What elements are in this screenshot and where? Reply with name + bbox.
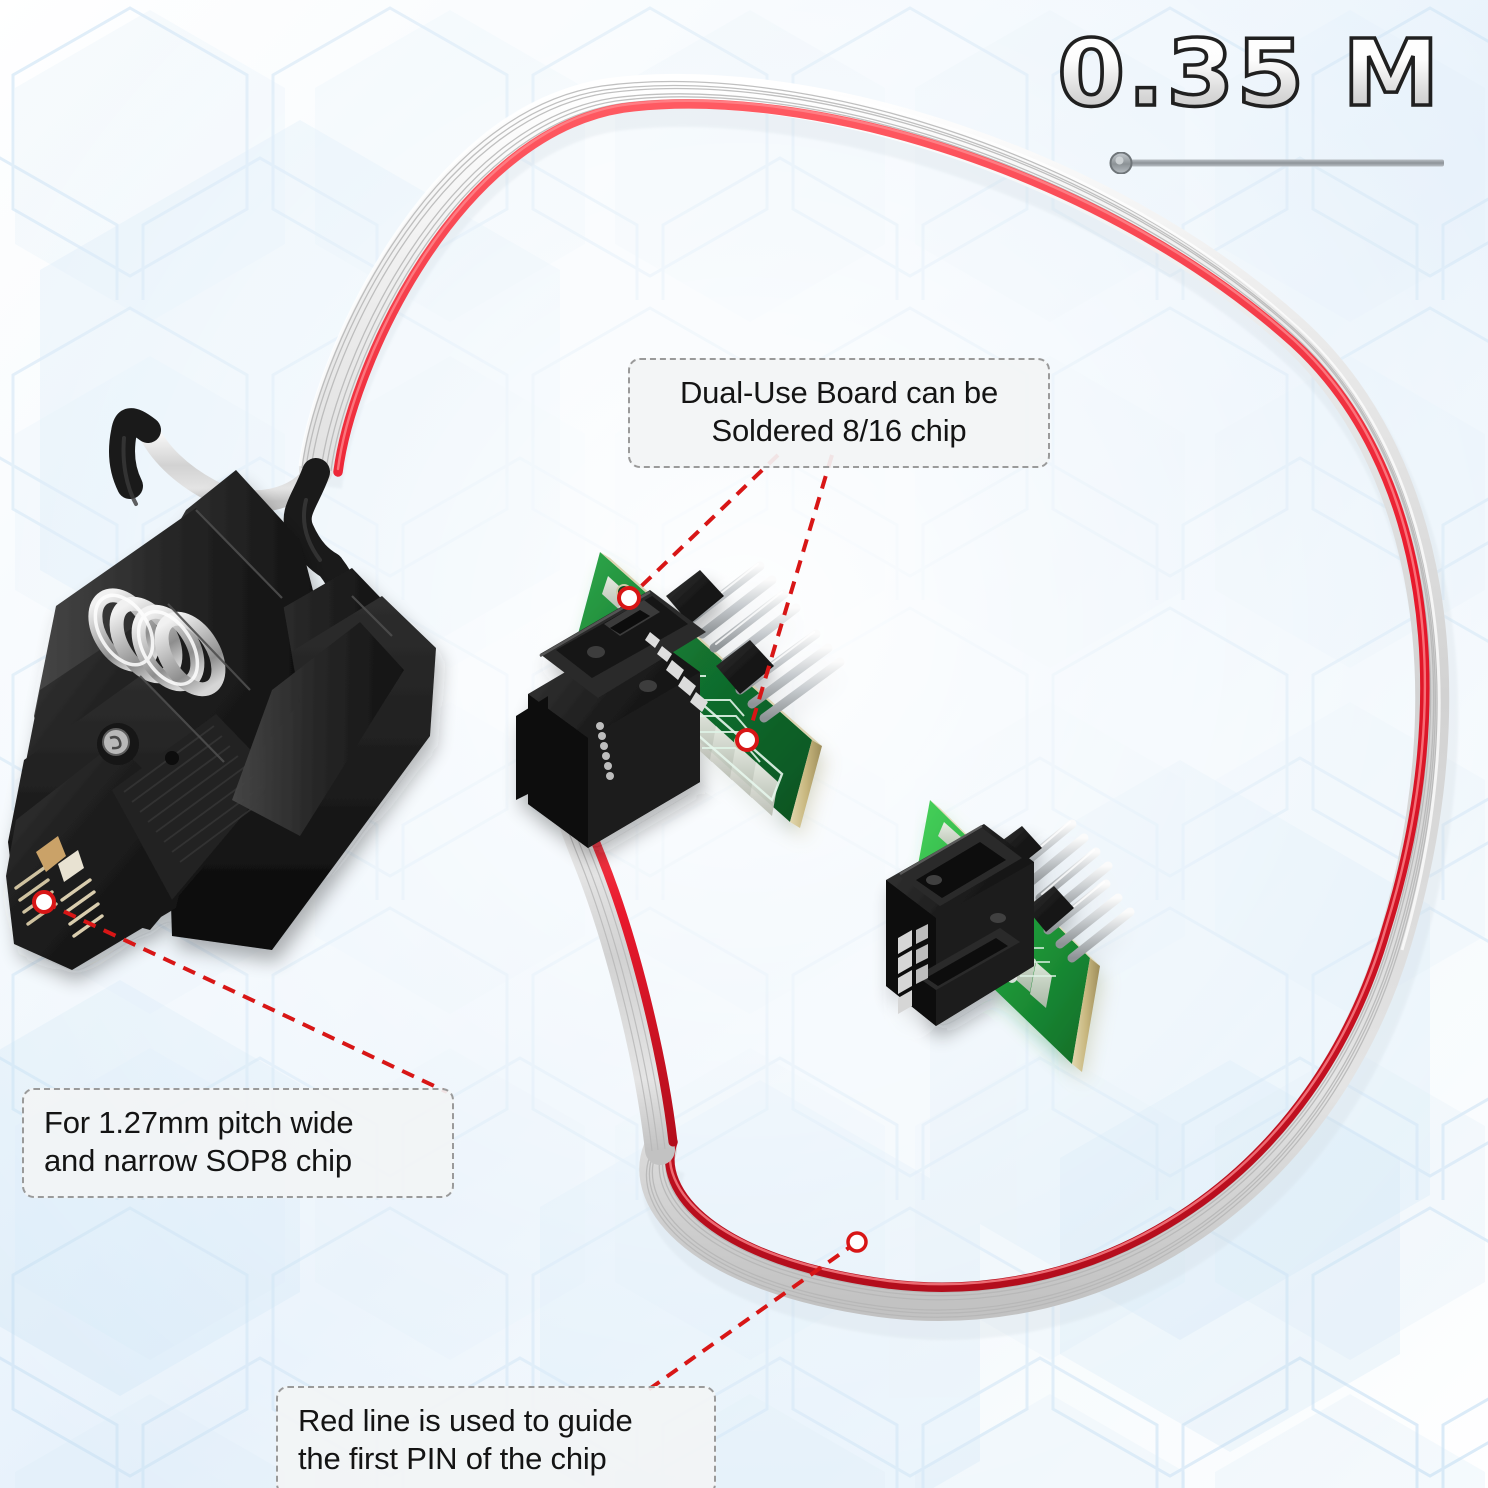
soic8-test-clip xyxy=(6,470,436,970)
clip-spring xyxy=(88,588,226,697)
callout-dual-use-board: Dual-Use Board can be Soldered 8/16 chip xyxy=(628,358,1050,468)
right-adapter-board xyxy=(886,800,1135,1072)
center-adapter-board xyxy=(516,552,845,848)
length-value: 0.35 M xyxy=(1056,20,1442,127)
idc-socket-center xyxy=(516,590,706,848)
callout-red-line-guide: Red line is used to guide the first PIN … xyxy=(276,1386,716,1488)
header-pins-right-lower xyxy=(1026,879,1135,963)
length-badge: 0.35 M xyxy=(1056,26,1442,122)
clip-pivot-screw xyxy=(97,723,179,765)
ribbon-cable xyxy=(298,73,1459,1340)
idc-socket-right xyxy=(886,824,1034,1026)
callout-pitch-spec: For 1.27mm pitch wide and narrow SOP8 ch… xyxy=(22,1088,454,1198)
length-ruler xyxy=(1109,152,1444,174)
